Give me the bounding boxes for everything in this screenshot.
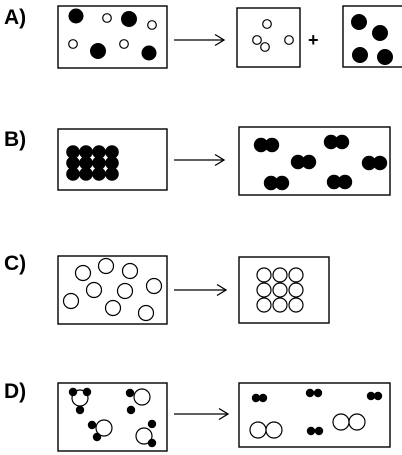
open-particle	[62, 292, 80, 310]
panel-a-reaction-arrow	[174, 33, 226, 47]
open-particle	[252, 35, 262, 45]
filled-particle	[68, 387, 78, 397]
open-particle	[288, 282, 304, 298]
panel-c-reaction-arrow	[174, 283, 228, 297]
panel-c-after-particles	[256, 267, 304, 313]
filled-particle	[352, 47, 368, 63]
filled-particle	[313, 388, 323, 398]
filled-particle	[68, 8, 84, 24]
panel-a-product-open-particles	[252, 19, 294, 52]
filled-particle	[147, 438, 157, 448]
filled-particle	[377, 49, 393, 65]
filled-particle	[105, 167, 119, 181]
filled-particle	[90, 43, 106, 59]
open-particle	[95, 419, 113, 437]
filled-particle	[125, 388, 135, 398]
open-particle	[74, 264, 92, 282]
filled-particle	[147, 419, 157, 429]
open-particle	[265, 421, 283, 439]
open-particle	[256, 297, 272, 313]
filled-particle	[66, 167, 80, 181]
plus-sign: +	[308, 30, 319, 50]
filled-particle	[372, 155, 388, 171]
open-particle	[119, 39, 129, 49]
panel-c: C)	[4, 252, 330, 325]
open-particle	[147, 20, 157, 30]
panel-b-after-particles	[253, 134, 388, 191]
open-particle	[256, 267, 272, 283]
filled-particle	[75, 405, 85, 415]
open-particle	[137, 304, 155, 322]
filled-particle	[264, 137, 280, 153]
panel-d-label: D)	[4, 380, 26, 403]
filled-particle	[79, 167, 93, 181]
filled-particle	[87, 420, 97, 430]
panel-d: D)	[4, 380, 391, 452]
filled-particle	[314, 426, 324, 436]
filled-particle	[274, 175, 290, 191]
filled-particle	[351, 14, 367, 30]
panel-d-after-particles	[249, 388, 383, 439]
filled-particle	[305, 388, 315, 398]
panel-a-before-particles	[68, 8, 157, 61]
filled-particle	[372, 25, 388, 41]
panel-c-before-particles	[62, 257, 163, 322]
filled-particle	[366, 391, 376, 401]
open-particle	[332, 413, 350, 431]
panel-b-reaction-arrow	[174, 153, 226, 167]
filled-particle	[337, 174, 353, 190]
open-particle	[272, 297, 288, 313]
panel-c-label: C)	[4, 252, 26, 275]
open-particle	[68, 39, 78, 49]
open-particle	[135, 427, 153, 445]
filled-particle	[373, 391, 383, 401]
open-particle	[133, 388, 151, 406]
panel-a-product-box-open	[236, 7, 301, 68]
open-particle	[97, 257, 115, 275]
filled-particle	[92, 167, 106, 181]
open-particle	[85, 281, 103, 299]
panel-b-label: B)	[4, 128, 26, 151]
filled-particle	[121, 11, 137, 27]
open-particle	[272, 282, 288, 298]
open-particle	[348, 413, 366, 431]
panel-a-label: A)	[4, 6, 26, 29]
filled-particle	[258, 393, 268, 403]
filled-particle	[251, 393, 261, 403]
open-particle	[104, 299, 122, 317]
open-particle	[116, 282, 134, 300]
open-particle	[121, 262, 139, 280]
panel-c-after-box	[238, 256, 330, 324]
filled-particle	[141, 45, 157, 61]
filled-particle	[334, 134, 350, 150]
open-particle	[262, 19, 272, 29]
open-particle	[260, 42, 270, 52]
panel-a: A) +	[4, 5, 402, 69]
panel-d-reaction-arrow	[174, 407, 230, 421]
open-particle	[272, 267, 288, 283]
open-particle	[256, 282, 272, 298]
panel-b: B)	[4, 126, 391, 196]
filled-particle	[92, 432, 102, 442]
panel-a-product-box-filled	[342, 5, 402, 68]
open-particle	[288, 297, 304, 313]
open-particle	[145, 277, 163, 295]
filled-particle	[82, 387, 92, 397]
panel-d-before-particles	[68, 387, 157, 448]
open-particle	[284, 35, 294, 45]
filled-particle	[306, 426, 316, 436]
open-particle	[249, 421, 267, 439]
open-particle	[102, 13, 112, 23]
filled-particle	[126, 405, 136, 415]
open-particle	[288, 267, 304, 283]
filled-particle	[301, 154, 317, 170]
panel-a-product-filled-particles	[351, 14, 393, 65]
panel-b-before-particles	[66, 145, 119, 181]
